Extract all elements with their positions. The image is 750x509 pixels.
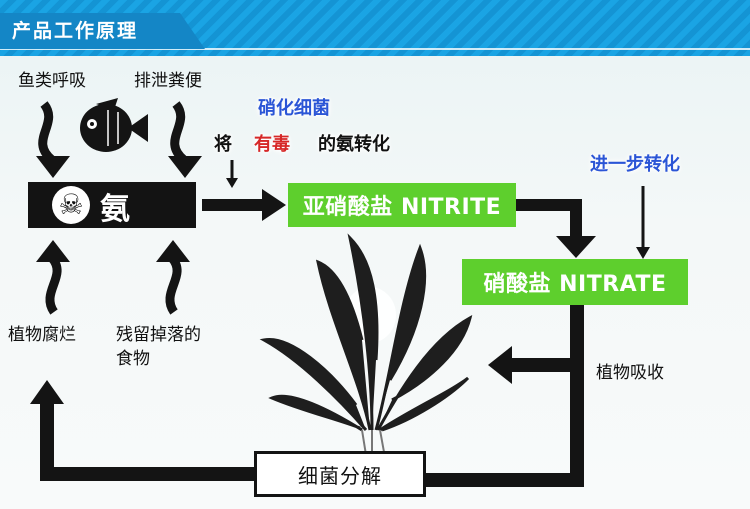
- wavy-arrow-food-head: [156, 240, 190, 262]
- wavy-arrow-fish-head: [36, 156, 70, 178]
- label-convert-toxic: 有毒: [254, 134, 290, 155]
- arrow-loop-head: [30, 380, 64, 404]
- arrow-nitrite-nitrate-h: [512, 199, 582, 211]
- fish-icon: [80, 98, 148, 152]
- label-convert-suffix: 的氨转化: [318, 134, 390, 155]
- plant-icon: [259, 233, 473, 458]
- wavy-arrow-excretion-head: [168, 156, 202, 178]
- label-plant-absorb: 植物吸收: [596, 363, 664, 383]
- header-divider: [0, 48, 750, 50]
- arrow-nitrite-nitrate-v: [570, 199, 582, 239]
- wavy-arrow-decay-head: [36, 240, 70, 262]
- arrow-to-decomp-shaft: [426, 473, 584, 487]
- ammonia-label: 氨: [100, 192, 130, 227]
- label-leftover-food-1: 残留掉落的: [116, 325, 201, 345]
- arrow-nitrate-down: [570, 305, 584, 487]
- wavy-arrow-food: [165, 255, 182, 315]
- nitrite-box: 亚硝酸盐 NITRITE: [288, 183, 516, 227]
- arrow-nitrite-nitrate-head: [556, 236, 596, 258]
- arrow-loop-bottom: [40, 467, 254, 481]
- label-plant-decay: 植物腐烂: [8, 325, 76, 345]
- wavy-arrow-excretion: [170, 101, 188, 164]
- decomposition-box: 细菌分解: [254, 451, 426, 497]
- page-title: 产品工作原理: [0, 13, 205, 49]
- label-excretion: 排泄粪便: [134, 71, 202, 91]
- arrow-loop-left: [40, 400, 54, 481]
- arrow-ammonia-nitrite-shaft: [202, 199, 264, 211]
- arrow-ammonia-nitrite-head: [262, 189, 286, 221]
- skull-icon: ☠: [52, 186, 90, 224]
- arrow-to-plant-shaft: [508, 358, 584, 372]
- label-further-convert: 进一步转化: [590, 154, 680, 175]
- label-leftover-food-2: 食物: [116, 349, 150, 369]
- wavy-arrow-fish: [38, 101, 56, 164]
- arrow-to-plant-head: [488, 346, 512, 384]
- wavy-arrow-decay: [45, 255, 62, 315]
- label-nitrifying-bacteria: 硝化细菌: [258, 98, 330, 119]
- label-fish-breathing: 鱼类呼吸: [18, 71, 86, 91]
- nitrate-box: 硝酸盐 NITRATE: [462, 259, 688, 305]
- label-convert-prefix: 将: [214, 134, 232, 155]
